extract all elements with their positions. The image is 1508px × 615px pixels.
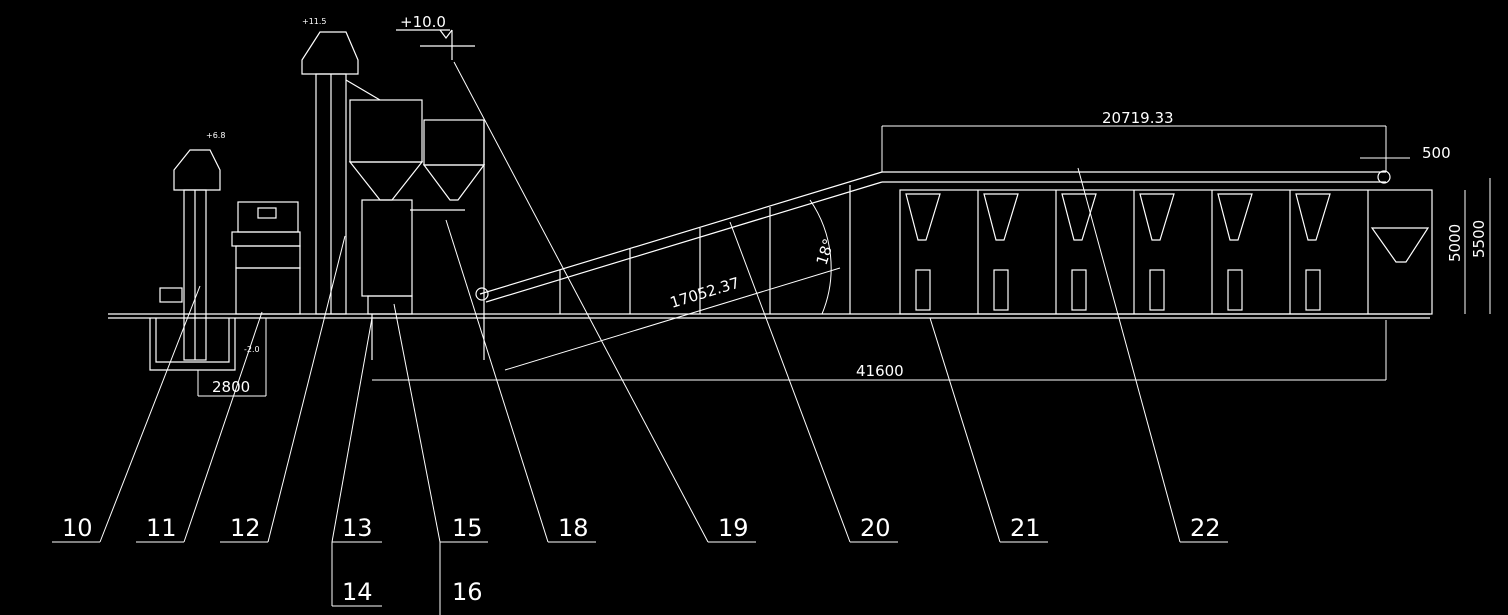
packing-frame	[899, 189, 1433, 315]
dim-height-outer: 5500	[1470, 220, 1488, 258]
elev-elevator-tall: +11.5	[302, 17, 327, 26]
dim-offset: 500	[1422, 144, 1451, 162]
callout-15: 15	[452, 514, 483, 542]
dim-top-span: 20719.33	[1102, 109, 1174, 127]
inclined-conveyor	[475, 170, 1391, 314]
callout-22: 22	[1190, 514, 1221, 542]
screening-machine	[231, 201, 301, 315]
callout-10: 10	[62, 514, 93, 542]
bucket-elevator-tall	[301, 31, 381, 315]
top-marker	[396, 29, 475, 60]
pit	[149, 318, 236, 371]
leader-lines	[52, 61, 1228, 615]
dim-pit-width: 2800	[212, 378, 250, 396]
callout-20: 20	[860, 514, 891, 542]
callout-11: 11	[146, 514, 177, 542]
dim-incline-length: 17052.37	[668, 274, 742, 312]
callout-19: 19	[718, 514, 749, 542]
dim-angle: 18°	[813, 236, 838, 267]
bucket-elevator-small	[159, 149, 221, 361]
callout-21: 21	[1010, 514, 1041, 542]
dimension-lines	[197, 125, 1491, 397]
callout-14: 14	[342, 578, 373, 606]
elev-pit-depth: -2.0	[244, 345, 260, 354]
dim-height-inner: 5000	[1446, 224, 1464, 262]
elev-elevator-short: +6.8	[206, 131, 225, 140]
elev-top-marker: +10.0	[400, 13, 446, 31]
callout-16: 16	[452, 578, 483, 606]
packing-hoppers	[905, 193, 1430, 311]
mixing-silos	[348, 99, 486, 360]
callout-13: 13	[342, 514, 373, 542]
callout-12: 12	[230, 514, 261, 542]
callout-18: 18	[558, 514, 589, 542]
pit-inner	[155, 318, 230, 363]
dim-total-length: 41600	[856, 362, 904, 380]
